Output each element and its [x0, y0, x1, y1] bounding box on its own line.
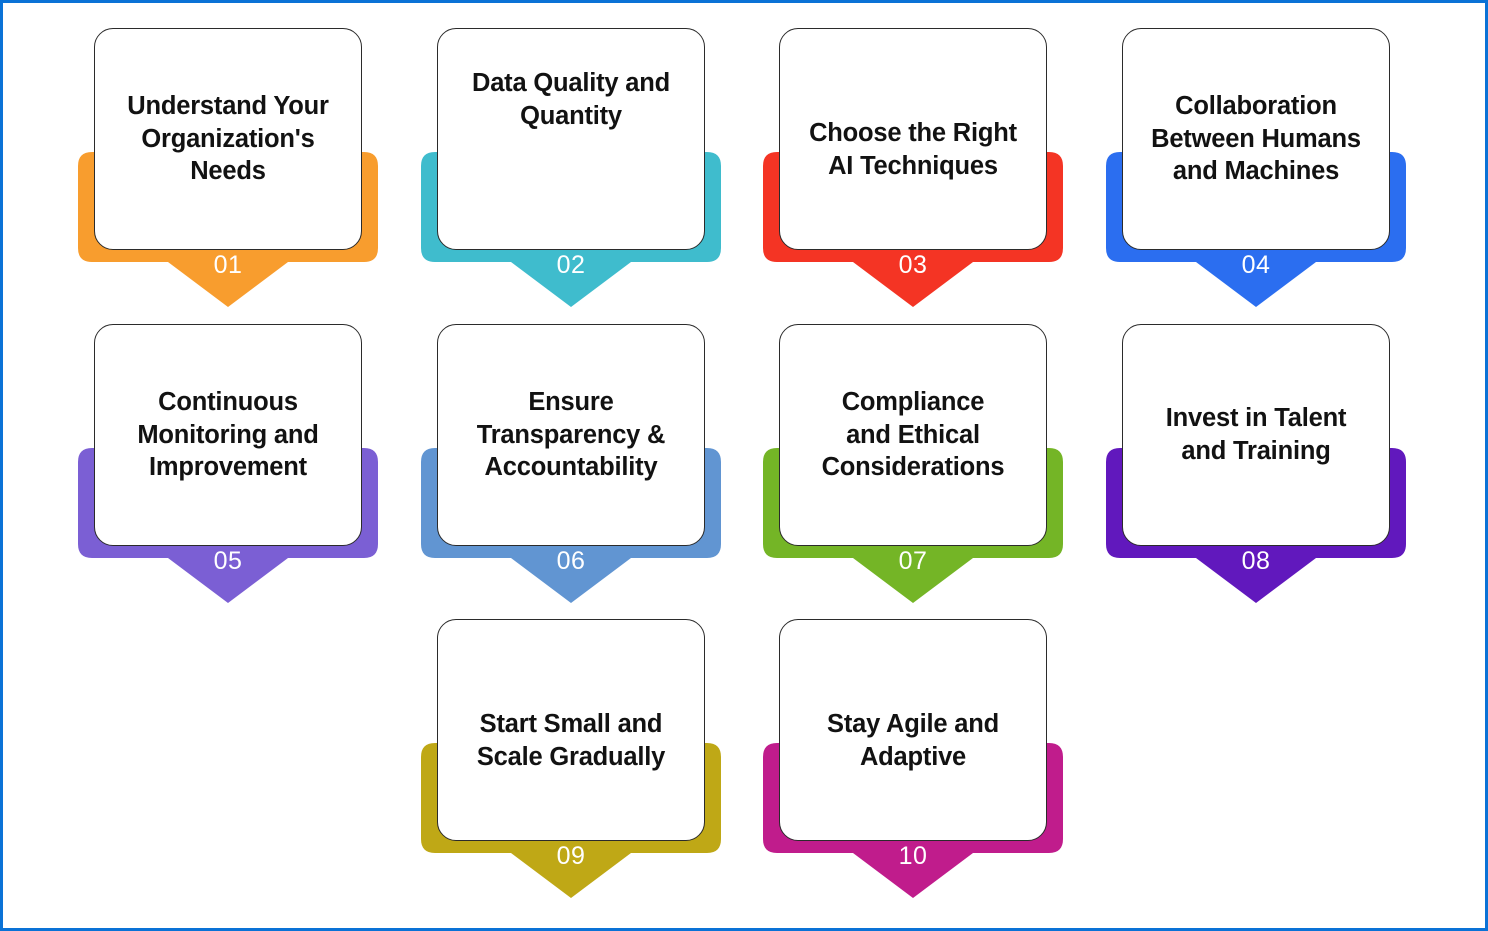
step-card-04[interactable]: Collaboration Between Humans and Machine…	[1106, 22, 1406, 312]
step-panel-04[interactable]: Collaboration Between Humans and Machine…	[1122, 28, 1390, 250]
step-title: Ensure Transparency & Accountability	[476, 388, 666, 482]
step-panel-01[interactable]: Understand Your Organization's Needs	[94, 28, 362, 250]
step-title: Continuous Monitoring and Improvement	[137, 388, 319, 482]
step-panel-07[interactable]: Compliance and Ethical Considerations	[779, 324, 1047, 546]
step-title: Data Quality and Quantity	[471, 69, 670, 130]
step-title: Understand Your Organization's Needs	[127, 92, 329, 186]
step-panel-03[interactable]: Choose the Right AI Techniques	[779, 28, 1047, 250]
step-title: Invest in Talent and Training	[1165, 404, 1347, 465]
step-panel-09[interactable]: Start Small and Scale Gradually	[437, 619, 705, 841]
step-title: Compliance and Ethical Considerations	[821, 388, 1005, 482]
step-panel-02[interactable]: Data Quality and Quantity	[437, 28, 705, 250]
step-panel-08[interactable]: Invest in Talent and Training	[1122, 324, 1390, 546]
step-panel-06[interactable]: Ensure Transparency & Accountability	[437, 324, 705, 546]
step-panel-05[interactable]: Continuous Monitoring and Improvement	[94, 324, 362, 546]
step-title: Choose the Right AI Techniques	[809, 119, 1017, 180]
step-title: Start Small and Scale Gradually	[476, 710, 666, 771]
step-panel-10[interactable]: Stay Agile and Adaptive	[779, 619, 1047, 841]
step-title: Stay Agile and Adaptive	[827, 710, 999, 771]
step-title: Collaboration Between Humans and Machine…	[1151, 92, 1361, 186]
